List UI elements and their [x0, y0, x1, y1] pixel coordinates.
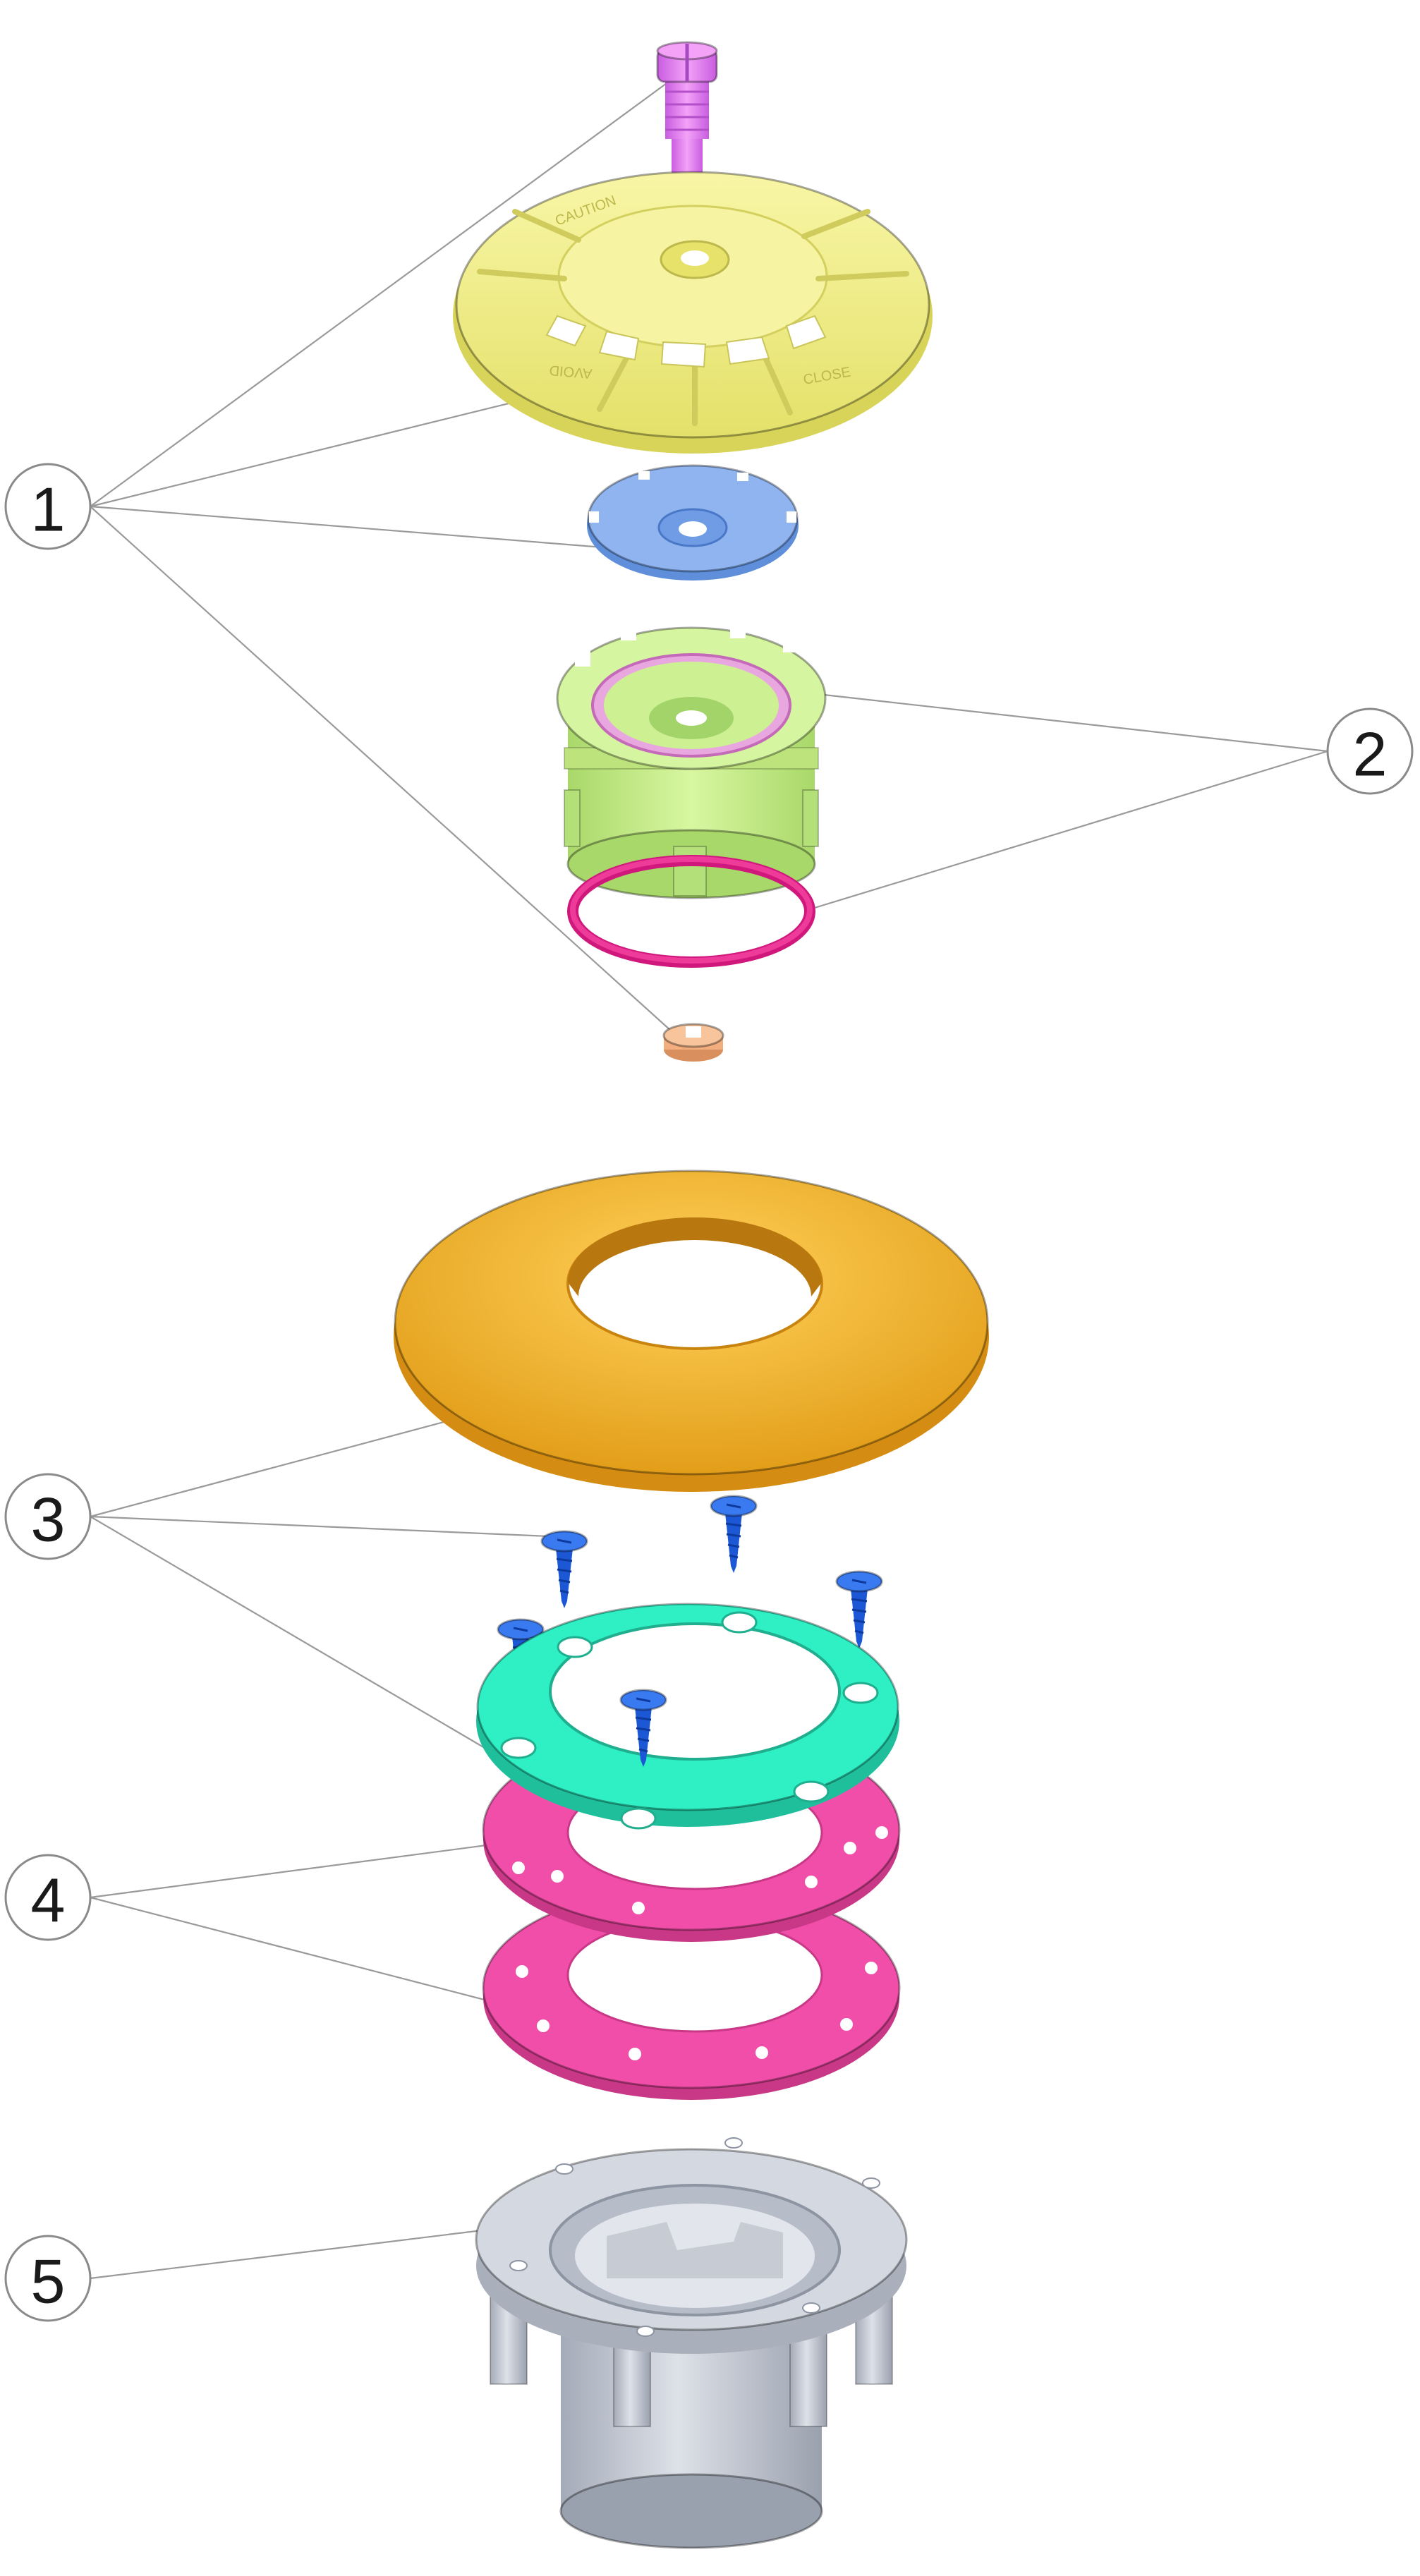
- callout-label: 3: [31, 1485, 66, 1555]
- leader-2-body: [823, 693, 1328, 753]
- callout-4: 4: [4, 1854, 92, 1941]
- leader-lines: [90, 83, 1328, 2280]
- tan-clip: [662, 1023, 724, 1062]
- cover-text-b: AVOID: [549, 362, 593, 381]
- callout-label: 1: [31, 475, 66, 545]
- callout-2: 2: [1326, 707, 1414, 795]
- leader-1-screw: [90, 83, 667, 507]
- blue-screw: [835, 1570, 883, 1648]
- pink-gasket-bottom: [482, 1886, 901, 2100]
- leader-1-cover: [90, 390, 558, 508]
- yellow-cover: CAUTION AVOID CLOSE: [453, 171, 933, 454]
- blue-screw: [540, 1530, 588, 1608]
- leader-1-clip: [90, 506, 672, 1032]
- leader-3-screw: [90, 1515, 550, 1538]
- callout-5: 5: [4, 2235, 92, 2322]
- blue-screw: [619, 1689, 667, 1767]
- magenta-oring: [567, 855, 815, 968]
- callout-label: 5: [31, 2247, 66, 2316]
- callout-label: 4: [31, 1866, 66, 1936]
- teal-ring: [476, 1603, 899, 1830]
- blue-screws-front: [619, 1689, 667, 1767]
- leader-2-oring: [807, 750, 1328, 911]
- leader-1-disk: [90, 505, 621, 550]
- orange-flange: [394, 1169, 989, 1492]
- gray-housing: [475, 2137, 908, 2549]
- callout-1: 1: [4, 463, 92, 550]
- leader-3-ring: [90, 1516, 514, 1766]
- callout-label: 2: [1353, 719, 1388, 789]
- blue-screw: [710, 1495, 758, 1573]
- leader-4-gasket-bottom: [90, 1896, 512, 2008]
- leader-5-housing: [90, 2222, 540, 2280]
- leader-4-gasket-top: [90, 1840, 519, 1899]
- blue-disk: [587, 464, 799, 581]
- callout-3: 3: [4, 1473, 92, 1560]
